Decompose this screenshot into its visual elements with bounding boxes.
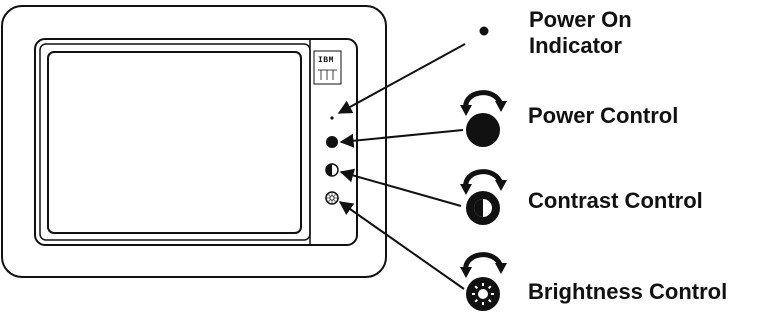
power-control-icon — [460, 90, 507, 147]
arrow-contrast-control — [339, 168, 462, 207]
ibm-logo-text: IBM — [318, 56, 334, 65]
power-control-label: Power Control — [528, 103, 679, 128]
curved-double-arrow-icon — [463, 169, 504, 190]
brightness-control-label: Brightness Control — [528, 279, 728, 304]
contrast-control-knob[interactable] — [325, 163, 339, 177]
leader-arrows — [337, 43, 466, 290]
arrow-power-on-indicator — [337, 43, 466, 114]
contrast-control-icon — [460, 169, 507, 225]
arrow-power-control — [339, 129, 464, 148]
sun-knob-icon — [472, 283, 494, 305]
curved-double-arrow-icon — [463, 90, 504, 111]
power-on-indicator-label: Power On Indicator — [529, 7, 632, 59]
callout-icons — [460, 26, 507, 311]
ibm-badge — [313, 50, 342, 85]
monitor-screen — [47, 51, 302, 234]
half-filled-circle-knob-icon — [474, 199, 483, 217]
power-on-indicator-label-line1: Power On — [529, 7, 632, 32]
curved-double-arrow-icon — [463, 252, 504, 273]
arrow-brightness-control — [338, 201, 465, 290]
filled-dot-icon — [479, 26, 489, 36]
contrast-control-label: Contrast Control — [528, 188, 703, 213]
brightness-control-knob[interactable] — [325, 191, 339, 205]
power-on-indicator-led — [330, 116, 334, 120]
brightness-control-icon — [460, 252, 507, 311]
filled-circle-knob-icon — [466, 113, 500, 147]
monitor — [1, 5, 387, 278]
power-control-knob[interactable] — [326, 136, 338, 148]
power-on-indicator-label-line2: Indicator — [529, 33, 622, 58]
